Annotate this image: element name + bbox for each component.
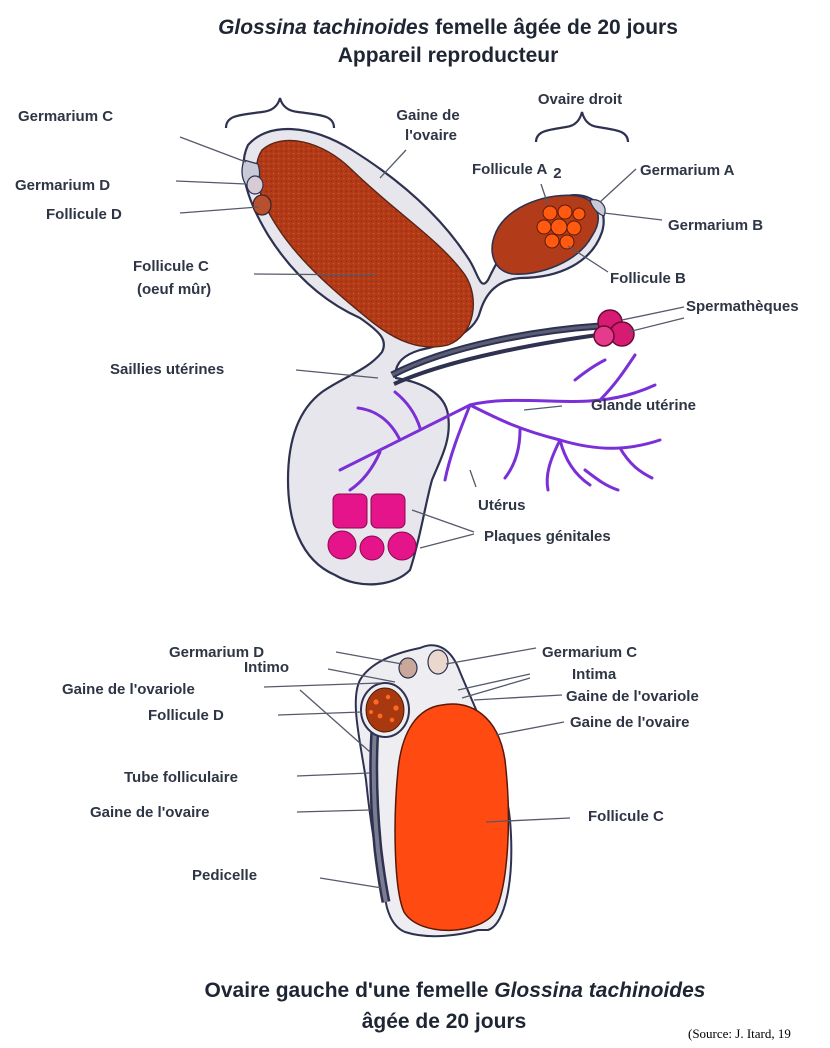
label-follicule-c: Follicule C bbox=[133, 258, 209, 275]
label-pedicelle: Pedicelle bbox=[192, 867, 257, 884]
label-glande: Glande utérine bbox=[591, 397, 696, 414]
title-rest: femelle âgée de 20 jours bbox=[429, 16, 678, 39]
follicle-c-bottom bbox=[395, 704, 508, 930]
label-follicule-d: Follicule D bbox=[46, 206, 122, 223]
label-follicule-b: Follicule B bbox=[610, 270, 686, 287]
label-germarium-a: Germarium A bbox=[640, 162, 735, 179]
brace-left bbox=[226, 98, 334, 128]
label-follicule-c-note: (oeuf mûr) bbox=[137, 281, 211, 298]
label-gaine-ovaire-left: Gaine de l'ovaire bbox=[90, 804, 209, 821]
source-credit: (Source: J. Itard, 19 bbox=[688, 1026, 791, 1041]
label-germarium-c-bottom: Germarium C bbox=[542, 644, 637, 661]
germarium-d-bottom bbox=[399, 658, 417, 678]
label-intimo: Intimo bbox=[244, 659, 289, 676]
label-uterus: Utérus bbox=[478, 497, 526, 514]
label-tube: Tube folliculaire bbox=[124, 769, 238, 786]
label-saillies: Saillies utérines bbox=[110, 361, 224, 378]
label-spermatheques: Spermathèques bbox=[686, 298, 799, 315]
top-title: Glossina tachinoides femelle âgée de 20 … bbox=[218, 16, 678, 39]
top-subtitle: Appareil reproducteur bbox=[338, 44, 559, 67]
label-gaine-ovariole-left: Gaine de l'ovariole bbox=[62, 681, 195, 698]
bottom-caption-line1: Ovaire gauche d'une femelle Glossina tac… bbox=[205, 979, 706, 1002]
label-gaine-ovaire-right: Gaine de l'ovaire bbox=[570, 714, 689, 731]
label-gaine-ovariole-right: Gaine de l'ovariole bbox=[566, 688, 699, 705]
bottom-caption-line2: âgée de 20 jours bbox=[362, 1010, 527, 1033]
label-intima: Intima bbox=[572, 666, 617, 683]
label-germarium-c: Germarium C bbox=[18, 108, 113, 125]
follicle-d-egg bbox=[366, 688, 404, 732]
label-follicule-a-index: 2 bbox=[553, 165, 561, 182]
label-follicule-d-bottom: Follicule D bbox=[148, 707, 224, 724]
caption-pre: Ovaire gauche d'une femelle bbox=[205, 979, 495, 1002]
label-gaine-ovaire-top-1: Gaine de bbox=[396, 107, 459, 124]
left-ovary-detail bbox=[356, 645, 512, 936]
spermatheques bbox=[594, 310, 634, 346]
germarium-c-bottom bbox=[428, 650, 448, 674]
reproductive-tract bbox=[242, 129, 660, 584]
label-plaques: Plaques génitales bbox=[484, 528, 611, 545]
label-follicule-a-text: Follicule A bbox=[472, 161, 547, 178]
label-gaine-ovaire-top-2: l'ovaire bbox=[405, 127, 457, 144]
label-ovaire-droit: Ovaire droit bbox=[538, 91, 622, 108]
follicle-d-shape bbox=[253, 195, 271, 215]
label-germarium-b: Germarium B bbox=[668, 217, 763, 234]
caption-species: Glossina tachinoides bbox=[494, 979, 705, 1002]
label-follicule-a: Follicule A 2 bbox=[472, 161, 562, 182]
label-follicule-c-bottom: Follicule C bbox=[588, 808, 664, 825]
brace-right bbox=[536, 112, 628, 142]
germarium-d-shape bbox=[247, 176, 263, 194]
right-ovary bbox=[492, 195, 598, 274]
label-germarium-d: Germarium D bbox=[15, 177, 110, 194]
title-species: Glossina tachinoides bbox=[218, 16, 429, 39]
